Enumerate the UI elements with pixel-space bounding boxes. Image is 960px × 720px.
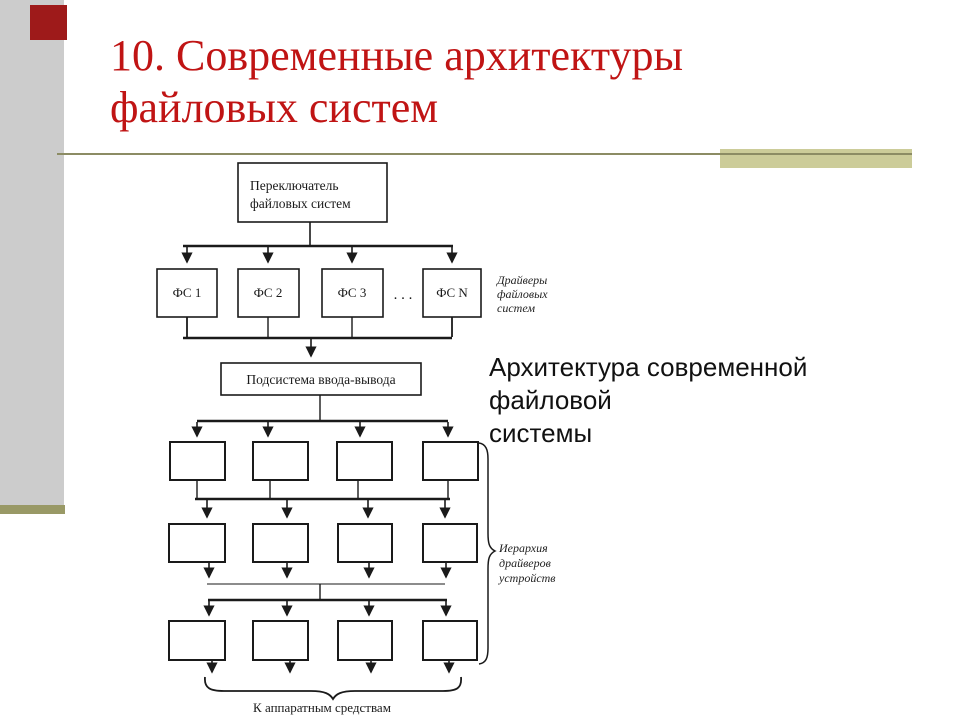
diagram-caption-line2: системы <box>489 418 593 448</box>
device-hierarchy-label-line1: Иерархия <box>498 541 548 555</box>
device-driver-box <box>169 441 226 481</box>
fs-drivers-label-line1: Драйверы <box>496 273 547 287</box>
sidebar-footer-accent <box>0 505 65 514</box>
device-driver-box <box>422 441 479 481</box>
fs-box-n <box>422 268 482 318</box>
device-driver-box <box>252 523 309 563</box>
fs-box-2-label: ФС 2 <box>254 285 283 300</box>
row2-to-row3-connectors <box>203 562 452 617</box>
device-driver-box <box>422 620 478 661</box>
title-rule <box>57 153 912 155</box>
device-driver-box <box>337 620 393 661</box>
io-to-row1-connectors <box>191 395 454 438</box>
fs-drivers-label-line3: систем <box>497 301 535 315</box>
hardware-label: К аппаратным средствам <box>253 700 391 715</box>
fs-switch-box <box>237 162 388 223</box>
io-subsystem-box <box>220 362 422 396</box>
fs-drivers-label-line2: файловых <box>497 287 548 301</box>
device-driver-box <box>337 523 393 563</box>
switch-to-fs-connectors <box>181 222 458 264</box>
corner-accent-square <box>30 5 67 40</box>
device-hierarchy-brace <box>478 442 497 665</box>
device-driver-box <box>336 441 393 481</box>
device-driver-box <box>168 523 226 563</box>
device-driver-box <box>252 441 309 481</box>
sidebar-bar <box>0 0 64 505</box>
io-subsystem-label: Подсистема ввода-вывода <box>246 372 395 387</box>
fs-switch-label-line1: Переключатель <box>250 178 339 193</box>
row1-to-row2-connectors <box>195 480 451 519</box>
device-driver-box <box>168 620 226 661</box>
page-title-line1: 10. Современные архитектуры <box>110 31 684 80</box>
diagram-caption-line1: Архитектура современной файловой <box>489 352 808 415</box>
page-title-line2: файловых систем <box>110 83 439 132</box>
fs-to-io-connectors <box>183 317 453 358</box>
fs-box-n-label: ФС N <box>436 285 468 300</box>
fs-box-1-label: ФС 1 <box>173 285 202 300</box>
hardware-brace <box>204 676 462 701</box>
diagram-caption: Архитектура современной файловой системы <box>489 351 929 450</box>
device-hierarchy-label-line2: драйверов <box>499 556 551 570</box>
fs-ellipsis: . . . <box>394 287 413 303</box>
page-title: 10. Современные архитектуры файловых сис… <box>110 30 910 134</box>
fs-switch-label-line2: файловых систем <box>250 196 351 211</box>
fs-box-2 <box>237 268 300 318</box>
device-driver-box <box>252 620 309 661</box>
row3-to-hardware-arrows <box>206 660 455 674</box>
device-hierarchy-label-line3: устройств <box>498 571 556 585</box>
device-driver-box <box>422 523 478 563</box>
fs-box-3-label: ФС 3 <box>338 285 367 300</box>
